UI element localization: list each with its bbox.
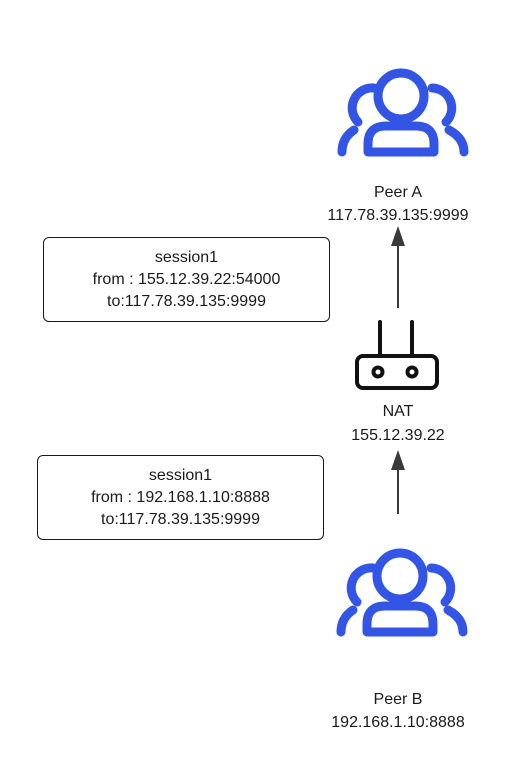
session-upper-to: to:117.78.39.135:9999 (107, 292, 266, 310)
session-lower-to: to:117.78.39.135:9999 (101, 510, 260, 528)
peer-a-name: Peer A (373, 184, 423, 201)
session-lower-from: from : 192.168.1.10:8888 (91, 488, 270, 506)
arrow-peer-b-to-nat (391, 450, 405, 514)
session-box-lower: session1 from : 192.168.1.10:8888 to:117… (37, 455, 324, 540)
nat-address: 155.12.39.22 (351, 427, 445, 444)
nat-router-icon (355, 320, 439, 390)
session-box-upper: session1 from : 155.12.39.22:54000 to:11… (43, 237, 330, 322)
peer-a-users-icon (337, 68, 469, 157)
peer-a-address: 117.78.39.135:9999 (327, 207, 469, 224)
session-upper-title: session1 (154, 248, 219, 266)
peer-b-name: Peer B (373, 691, 423, 708)
peer-b-users-icon (336, 548, 468, 637)
nat-name: NAT (382, 403, 414, 420)
arrow-nat-to-peer-a (391, 226, 405, 308)
session-lower-title: session1 (148, 466, 213, 484)
peer-b-address: 192.168.1.10:8888 (331, 714, 465, 731)
session-upper-from: from : 155.12.39.22:54000 (92, 270, 281, 288)
